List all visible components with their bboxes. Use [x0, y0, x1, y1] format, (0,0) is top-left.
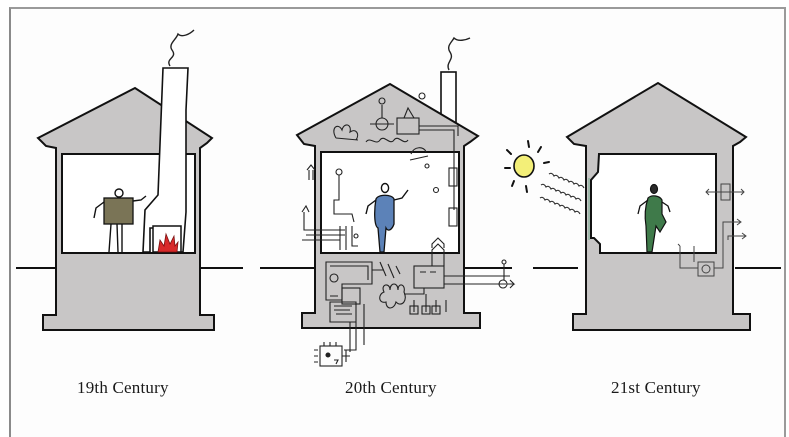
sun-icon	[504, 140, 550, 193]
wall-devices-right	[431, 167, 458, 248]
house-evolution-diagram	[16, 29, 781, 367]
fire-icon	[157, 232, 179, 253]
smoke	[447, 36, 471, 71]
wall-devices-left	[301, 164, 359, 250]
smoke	[168, 29, 195, 67]
caption-19th-century: 19th Century	[77, 378, 169, 397]
house-19th-century	[16, 29, 243, 331]
person-19th-century	[93, 188, 147, 253]
ventilation-devices	[677, 183, 747, 277]
caption-20th-century: 20th Century	[345, 378, 437, 397]
person-21st-century	[637, 183, 671, 253]
external-unit	[314, 342, 350, 367]
person-20th-century	[365, 182, 409, 253]
basement-mechanical-systems	[325, 243, 516, 352]
house-21st-century	[504, 81, 781, 331]
house-20th-century	[260, 36, 516, 367]
attic-mechanical-systems	[333, 92, 459, 210]
caption-21st-century: 21st Century	[611, 378, 701, 397]
